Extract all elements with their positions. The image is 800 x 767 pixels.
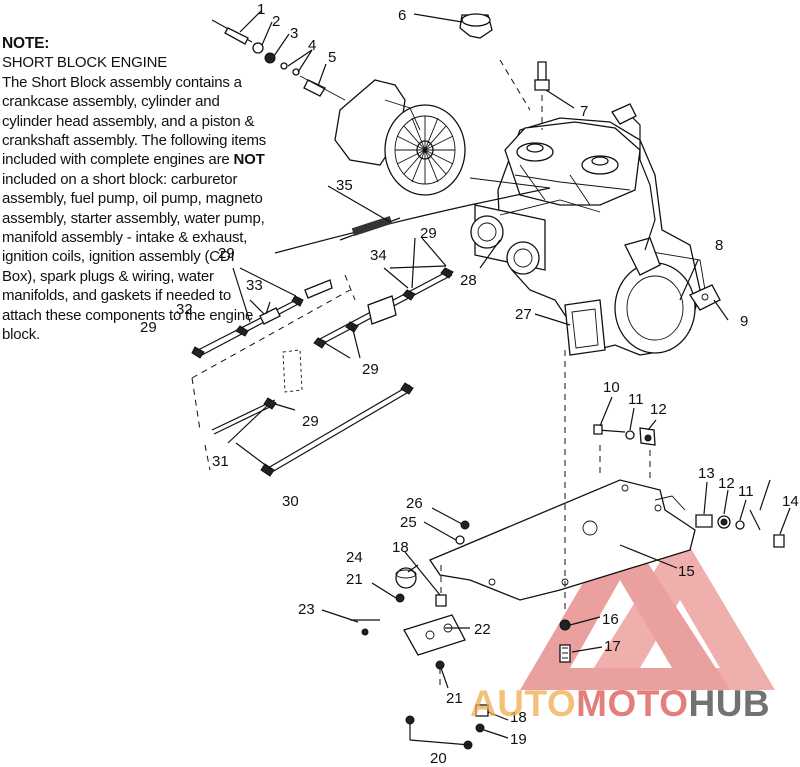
callout-16: 16 bbox=[602, 611, 619, 628]
callout-23: 23 bbox=[298, 601, 315, 618]
callout-21-lower: 21 bbox=[446, 690, 463, 707]
callout-8: 8 bbox=[715, 237, 723, 254]
callout-14: 14 bbox=[782, 493, 799, 510]
callout-7: 7 bbox=[580, 103, 588, 120]
watermark-logo bbox=[520, 520, 775, 690]
callout-22: 22 bbox=[474, 621, 491, 638]
callout-12-upper: 12 bbox=[650, 401, 667, 418]
callout-29-b: 29 bbox=[420, 225, 437, 242]
callout-25: 25 bbox=[400, 514, 417, 531]
callout-6: 6 bbox=[398, 7, 406, 24]
oil-cap bbox=[459, 13, 531, 111]
note-body: The Short Block assembly contains a cran… bbox=[2, 73, 272, 345]
callout-19: 19 bbox=[510, 731, 527, 748]
callout-29-c: 29 bbox=[140, 319, 157, 336]
watermark-text: AUTOMOTOHUB bbox=[470, 683, 770, 724]
callout-29-a: 29 bbox=[218, 245, 235, 262]
callout-11-lower: 11 bbox=[738, 483, 754, 500]
engine-bracket bbox=[689, 284, 721, 311]
callout-21-upper: 21 bbox=[346, 571, 363, 588]
callout-18-lower: 18 bbox=[510, 709, 527, 726]
fastener-stack bbox=[211, 19, 346, 101]
callout-11-upper: 11 bbox=[628, 391, 644, 408]
callout-24: 24 bbox=[346, 549, 363, 566]
callout-5: 5 bbox=[328, 49, 336, 66]
callout-33: 33 bbox=[246, 277, 263, 294]
callout-17: 17 bbox=[604, 638, 621, 655]
callout-12-lower: 12 bbox=[718, 475, 735, 492]
watermark-auto: AUTO bbox=[470, 683, 576, 724]
callout-29-d: 29 bbox=[362, 361, 379, 378]
drive-clutch bbox=[334, 79, 466, 196]
note-title: NOTE: bbox=[2, 35, 50, 52]
leader-lines bbox=[239, 9, 791, 739]
watermark-hub: HUB bbox=[688, 683, 770, 724]
callout-35: 35 bbox=[336, 177, 353, 194]
callout-30: 30 bbox=[282, 493, 299, 510]
callout-3: 3 bbox=[290, 25, 298, 42]
callout-15: 15 bbox=[678, 563, 695, 580]
lower-hardware bbox=[350, 350, 785, 750]
callout-9: 9 bbox=[740, 313, 748, 330]
callout-labels: 1 2 3 4 5 6 7 8 9 10 11 12 13 12 11 14 1… bbox=[140, 1, 799, 767]
svg-text:AUTOMOTOHUB: AUTOMOTOHUB bbox=[470, 683, 770, 724]
callout-34: 34 bbox=[370, 247, 387, 264]
watermark-moto: MOTO bbox=[576, 683, 688, 724]
engine-block bbox=[274, 103, 706, 356]
mounting-plate bbox=[429, 479, 696, 601]
callout-13: 13 bbox=[698, 465, 715, 482]
callout-18-upper: 18 bbox=[392, 539, 409, 556]
note-subtitle: SHORT BLOCK ENGINE bbox=[2, 54, 168, 72]
throttle-rods bbox=[191, 237, 454, 477]
callout-26: 26 bbox=[406, 495, 423, 512]
callout-4: 4 bbox=[308, 37, 316, 54]
callout-1: 1 bbox=[257, 1, 265, 18]
note-body-post: included on a short block: carburetor as… bbox=[2, 170, 265, 344]
callout-29-e: 29 bbox=[302, 413, 319, 430]
note-body-pre: The Short Block assembly contains a cran… bbox=[2, 73, 267, 169]
callout-2: 2 bbox=[272, 13, 280, 30]
callout-10: 10 bbox=[603, 379, 620, 396]
callout-20: 20 bbox=[430, 750, 447, 767]
spark-plug bbox=[534, 61, 550, 130]
callout-28: 28 bbox=[460, 272, 477, 289]
short-block-note: NOTE: SHORT BLOCK ENGINE The Short Block… bbox=[2, 34, 272, 345]
callout-27: 27 bbox=[515, 306, 532, 323]
callout-32: 32 bbox=[176, 301, 193, 318]
callout-31: 31 bbox=[212, 453, 229, 470]
note-body-bold: NOT bbox=[233, 151, 265, 169]
